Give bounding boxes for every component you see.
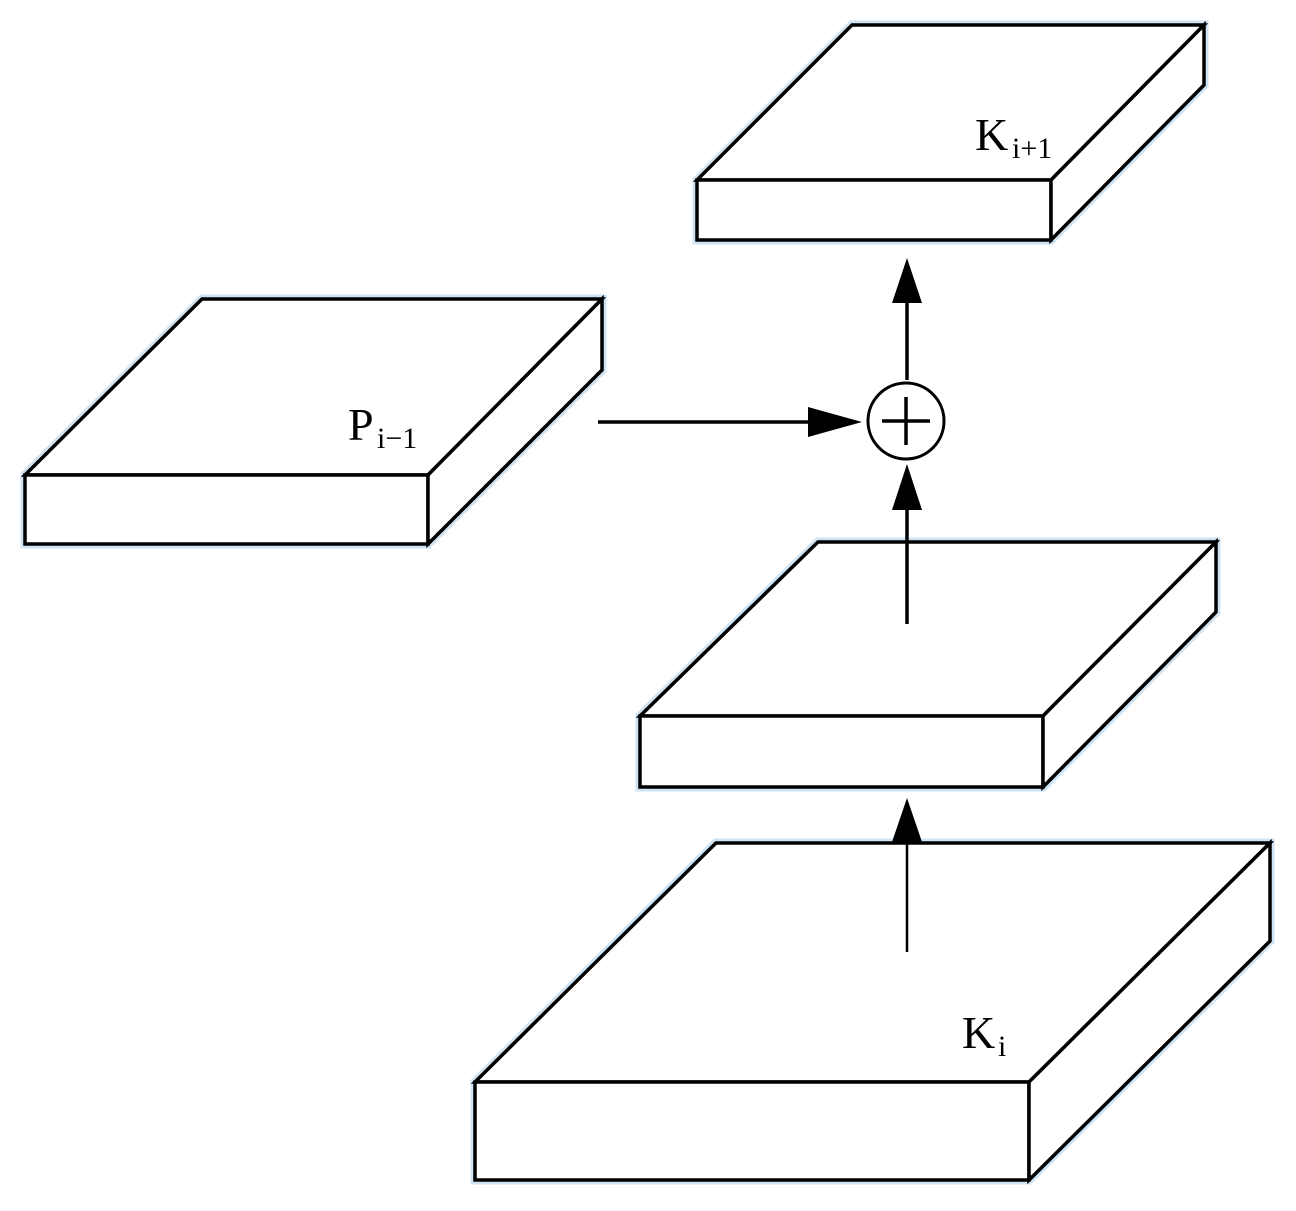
label-p-prev-sub: i−1: [377, 422, 417, 455]
label-k-next-sub: i+1: [1012, 132, 1052, 165]
slab-p-prev-front: [23, 473, 430, 546]
slab-middle-front: [638, 714, 1045, 789]
arrow-p-prev-to-plus: [598, 407, 862, 437]
slab-middle: [635, 537, 1221, 792]
arrow-k-cur-to-middle: [892, 798, 922, 952]
plus-circle-icon: [866, 381, 946, 461]
slab-p-prev-side: [426, 294, 604, 549]
slab-p-prev: P i−1: [20, 294, 607, 549]
slab-k-next: K i+1: [692, 20, 1209, 245]
label-k-cur-sub: i: [998, 1030, 1006, 1063]
arrow-plus-to-k-next: [892, 258, 922, 380]
slab-k-cur: K i: [470, 838, 1275, 1185]
label-k-next-main: K: [975, 109, 1008, 160]
label-k-cur-main: K: [962, 1007, 995, 1058]
slab-k-next-side: [1049, 20, 1206, 245]
arrow-middle-to-plus: [892, 464, 922, 624]
slab-k-cur-side: [1027, 838, 1272, 1185]
label-p-prev-main: P: [348, 399, 374, 450]
slab-middle-side: [1041, 537, 1218, 792]
slab-k-cur-front: [473, 1080, 1031, 1182]
slab-k-next-front: [695, 178, 1053, 242]
